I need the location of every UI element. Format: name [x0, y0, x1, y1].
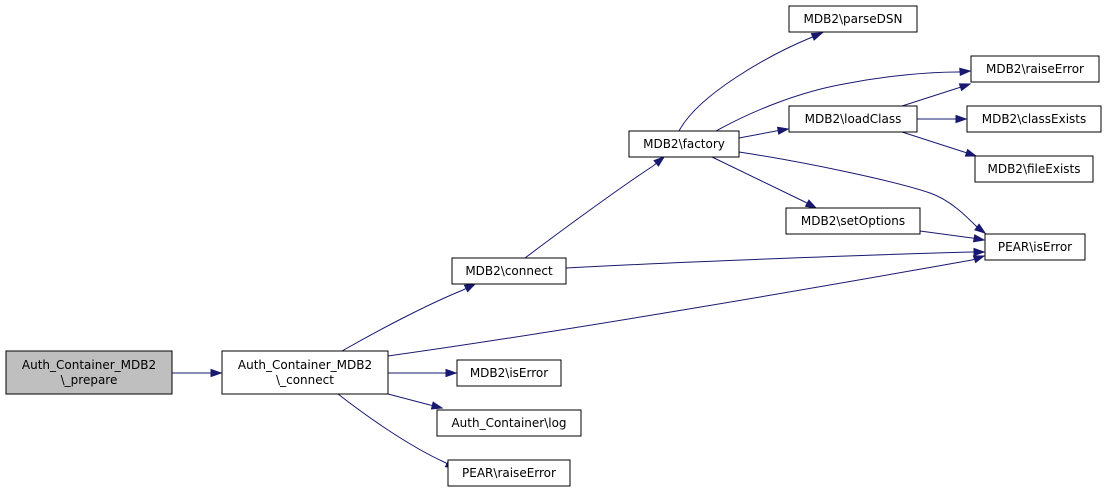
arrowhead [210, 368, 223, 378]
node-box [966, 105, 1102, 133]
node-mdb2-classexists[interactable]: MDB2\classExists [966, 105, 1102, 133]
edge-connect-private-to-auth-log [387, 393, 444, 410]
node-box [984, 233, 1086, 261]
node-label: MDB2\parseDSN [804, 12, 903, 26]
arrowhead [964, 148, 978, 157]
node-pear-iserror[interactable]: PEAR\isError [984, 233, 1086, 261]
call-edges [172, 32, 987, 469]
node-label: MDB2\isError [470, 366, 548, 380]
node-mdb2-fileexists[interactable]: MDB2\fileExists [974, 155, 1094, 183]
node-mdb2-factory[interactable]: MDB2\factory [628, 130, 740, 158]
edge-mdb2-factory-to-pear-iserror [738, 151, 987, 234]
node-label: MDB2\classExists [982, 112, 1087, 126]
node-mdb2-iserror[interactable]: MDB2\isError [456, 359, 562, 387]
edge-connect-private-to-mdb2-connect [341, 283, 477, 352]
node-box [788, 5, 918, 33]
edge-mdb2-connect-to-pear-iserror [565, 247, 986, 269]
arrowhead [974, 223, 987, 234]
edge-mdb2-connect-to-mdb2-factory [524, 156, 666, 259]
node-label: MDB2\connect [465, 264, 553, 278]
arrowhead [430, 401, 444, 410]
node-label: \_prepare [61, 373, 118, 387]
arrowhead [445, 368, 458, 378]
node-label: MDB2\fileExists [987, 162, 1080, 176]
node-box [436, 409, 582, 437]
node-box [447, 459, 571, 487]
arrowhead [653, 156, 666, 167]
node-mdb2-raiseerror[interactable]: MDB2\raiseError [970, 55, 1100, 83]
node-label: MDB2\raiseError [986, 62, 1084, 76]
edge-mdb2-factory-to-mdb2-raiseerror [715, 67, 972, 132]
node-pear-raiseerror[interactable]: PEAR\raiseError [447, 459, 571, 487]
edge-connect-private-to-pear-iserror [387, 255, 986, 357]
node-auth-log[interactable]: Auth_Container\log [436, 409, 582, 437]
edge-root-to-connect-private [172, 368, 223, 378]
edge-mdb2-loadclass-to-mdb2-fileexists [901, 131, 978, 157]
arrowhead [973, 247, 986, 257]
arrowhead [810, 32, 824, 41]
node-label: MDB2\factory [643, 137, 725, 151]
node-box [785, 207, 921, 235]
node-mdb2-setoptions[interactable]: MDB2\setOptions [785, 207, 921, 235]
arrowhead [804, 199, 818, 209]
node-box [451, 257, 567, 285]
node-label: Auth_Container_MDB2 [22, 358, 156, 372]
arrowhead [959, 67, 972, 77]
arrowhead [958, 83, 972, 92]
edge-mdb2-factory-to-mdb2-setoptions [711, 156, 818, 209]
edge-mdb2-factory-to-mdb2-parsedsn [678, 32, 824, 132]
node-box [970, 55, 1100, 83]
node-box [974, 155, 1094, 183]
node-label: Auth_Container\log [451, 416, 566, 430]
node-label: MDB2\loadClass [805, 112, 902, 126]
arrowhead [955, 114, 968, 124]
edge-connect-private-to-mdb2-iserror [388, 368, 458, 378]
edge-mdb2-loadclass-to-mdb2-raiseerror [901, 83, 972, 107]
node-root[interactable]: Auth_Container_MDB2\_prepare [5, 350, 173, 395]
node-label: PEAR\raiseError [462, 466, 556, 480]
node-label: MDB2\setOptions [801, 214, 905, 228]
node-box [628, 130, 740, 158]
edge-mdb2-factory-to-mdb2-loadclass [738, 126, 790, 139]
node-box [221, 350, 389, 395]
node-label: \_connect [276, 373, 334, 387]
edge-mdb2-loadclass-to-mdb2-classexists [917, 114, 968, 124]
node-box [5, 350, 173, 395]
node-mdb2-parsedsn[interactable]: MDB2\parseDSN [788, 5, 918, 33]
node-connect-private[interactable]: Auth_Container_MDB2\_connect [221, 350, 389, 395]
node-box [788, 105, 918, 133]
arrowhead [463, 283, 477, 293]
node-label: PEAR\isError [998, 240, 1072, 254]
arrowhead [972, 234, 986, 243]
node-box [456, 359, 562, 387]
edge-mdb2-setoptions-to-pear-iserror [919, 230, 986, 243]
node-label: Auth_Container_MDB2 [238, 358, 372, 372]
arrowhead [776, 126, 790, 135]
function-nodes: Auth_Container_MDB2\_prepareAuth_Contain… [5, 5, 1102, 487]
arrowhead [972, 255, 986, 264]
node-mdb2-connect[interactable]: MDB2\connect [451, 257, 567, 285]
node-mdb2-loadclass[interactable]: MDB2\loadClass [788, 105, 918, 133]
